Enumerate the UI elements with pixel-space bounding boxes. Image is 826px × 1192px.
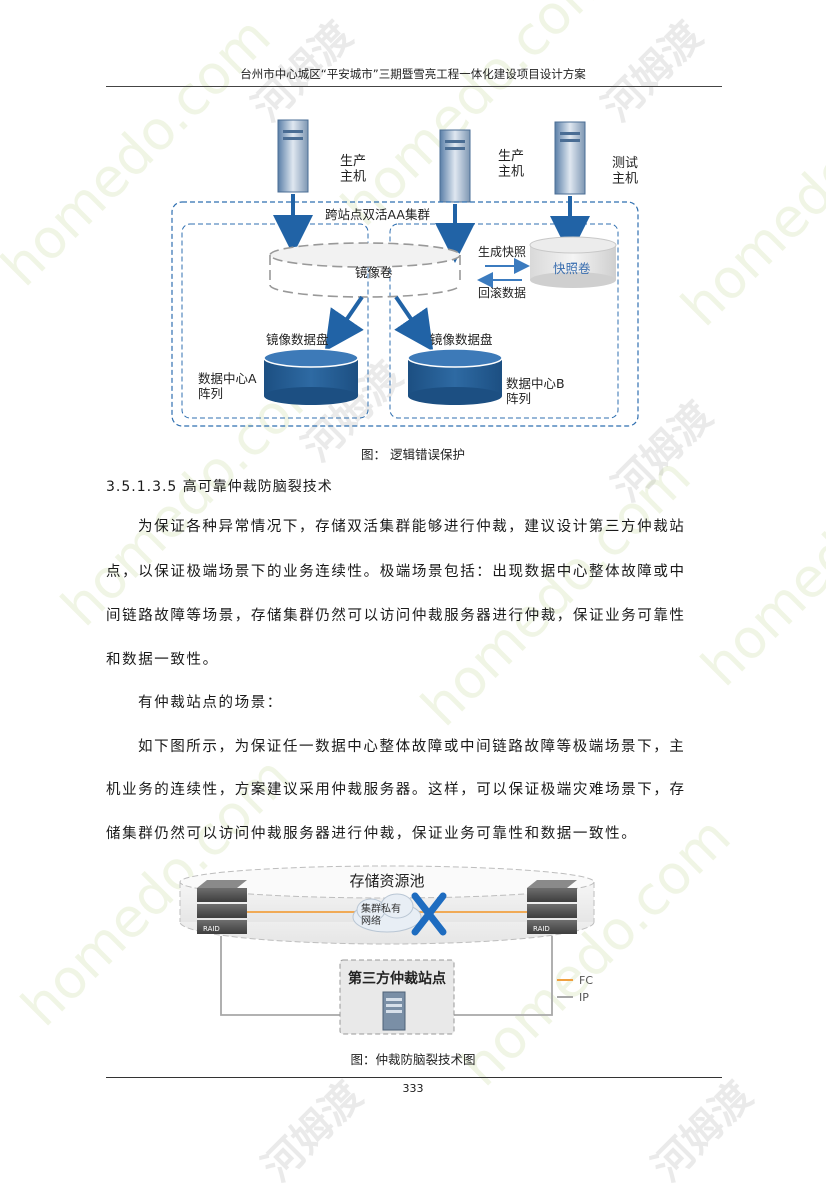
mirror-disk-b-label: 镜像数据盘	[430, 332, 493, 347]
datacenter-b-array-cylinder	[407, 348, 503, 405]
mirror-disk-a-label: 镜像数据盘	[266, 332, 329, 347]
host2-label: 生产主机	[498, 149, 524, 180]
section-heading: 3.5.1.3.5 高可靠仲裁防脑裂技术	[106, 479, 333, 495]
private-network-label: 集群私有网络	[361, 902, 401, 927]
watermark-homedo: homedo.com	[669, 44, 826, 339]
header-divider	[106, 86, 722, 87]
figure2-caption: 图：仲裁防脑裂技术图	[350, 1052, 476, 1067]
paragraph-1-line-2: 点，以保证极端场景下的业务连续性。极端场景包括：出现数据中心整体故障或中	[106, 564, 686, 580]
paragraph-1-line-1: 为保证各种异常情况下，存储双活集群能够进行仲裁，建议设计第三方仲裁站	[138, 519, 686, 535]
figure1-caption: 图： 逻辑错误保护	[361, 447, 465, 462]
paragraph-1-line-3: 间链路故障等场景，存储集群仍然可以访问仲裁服务器进行仲裁，保证业务可靠性	[106, 608, 686, 624]
raid-left-label: RAID	[203, 925, 220, 933]
paragraph-2: 有仲裁站点的场景：	[138, 695, 283, 711]
host3-label: 测试主机	[612, 156, 638, 187]
raid-array-left-icon	[197, 880, 247, 934]
raid-array-right-icon	[527, 880, 577, 934]
cluster-label: 跨站点双活AA集群	[325, 207, 430, 222]
rollback-label: 回滚数据	[478, 285, 526, 300]
cluster-boundary	[171, 201, 639, 427]
mirror-volume-label: 镜像卷	[355, 265, 393, 280]
raid-right-label: RAID	[533, 925, 550, 933]
arbitration-site-label: 第三方仲裁站点	[348, 970, 446, 987]
arbitration-split-brain-diagram: 存储资源池 RAID RAID 集群私有网络 第三方仲裁站点	[179, 865, 595, 1035]
datacenter-a-array-cylinder	[263, 348, 359, 405]
private-network-cloud-icon	[352, 893, 422, 933]
legend-fc-label: FC	[579, 974, 593, 987]
production-host-1-icon	[277, 119, 309, 193]
legend-ip-label: IP	[579, 991, 589, 1004]
arrow-mirror-to-array-a	[324, 295, 364, 352]
host1-label: 生产主机	[340, 154, 366, 185]
footer-divider	[106, 1077, 722, 1078]
document-header-title: 台州市中心城区“平安城市”三期暨雪亮工程一体化建设项目设计方案	[240, 67, 586, 81]
datacenter-b-boundary	[389, 223, 619, 419]
snapshot-volume-cylinder	[529, 236, 617, 288]
ip-link-left	[220, 936, 387, 1016]
paragraph-3-line-1: 如下图所示，为保证任一数据中心整体故障或中间链路故障等极端场景下，主	[138, 739, 686, 755]
arrow-mirror-to-array-b	[394, 295, 434, 352]
page-number: 333	[402, 1082, 424, 1095]
production-host-2-icon	[439, 129, 471, 203]
paragraph-3-line-2: 机业务的连续性，方案建议采用仲裁服务器。这样，可以保证极端灾难场景下，存	[106, 782, 686, 798]
create-snapshot-label: 生成快照	[478, 245, 526, 259]
arbitration-server-icon	[382, 991, 406, 1031]
paragraph-3-line-3: 储集群仍然可以访问仲裁服务器进行仲裁，保证业务可靠性和数据一致性。	[106, 826, 638, 842]
snapshot-volume-label: 快照卷	[553, 261, 591, 276]
paragraph-1-line-4: 和数据一致性。	[106, 652, 219, 668]
storage-pool-label: 存储资源池	[349, 872, 424, 890]
test-host-icon	[554, 121, 586, 195]
link-failure-x-icon	[411, 892, 447, 936]
mirror-volume-cylinder	[269, 242, 461, 298]
logical-error-protection-diagram: 生产主机 生产主机 测试主机 跨站点双活AA集群 镜像卷 快照卷 生成快照 回滚…	[171, 119, 639, 427]
